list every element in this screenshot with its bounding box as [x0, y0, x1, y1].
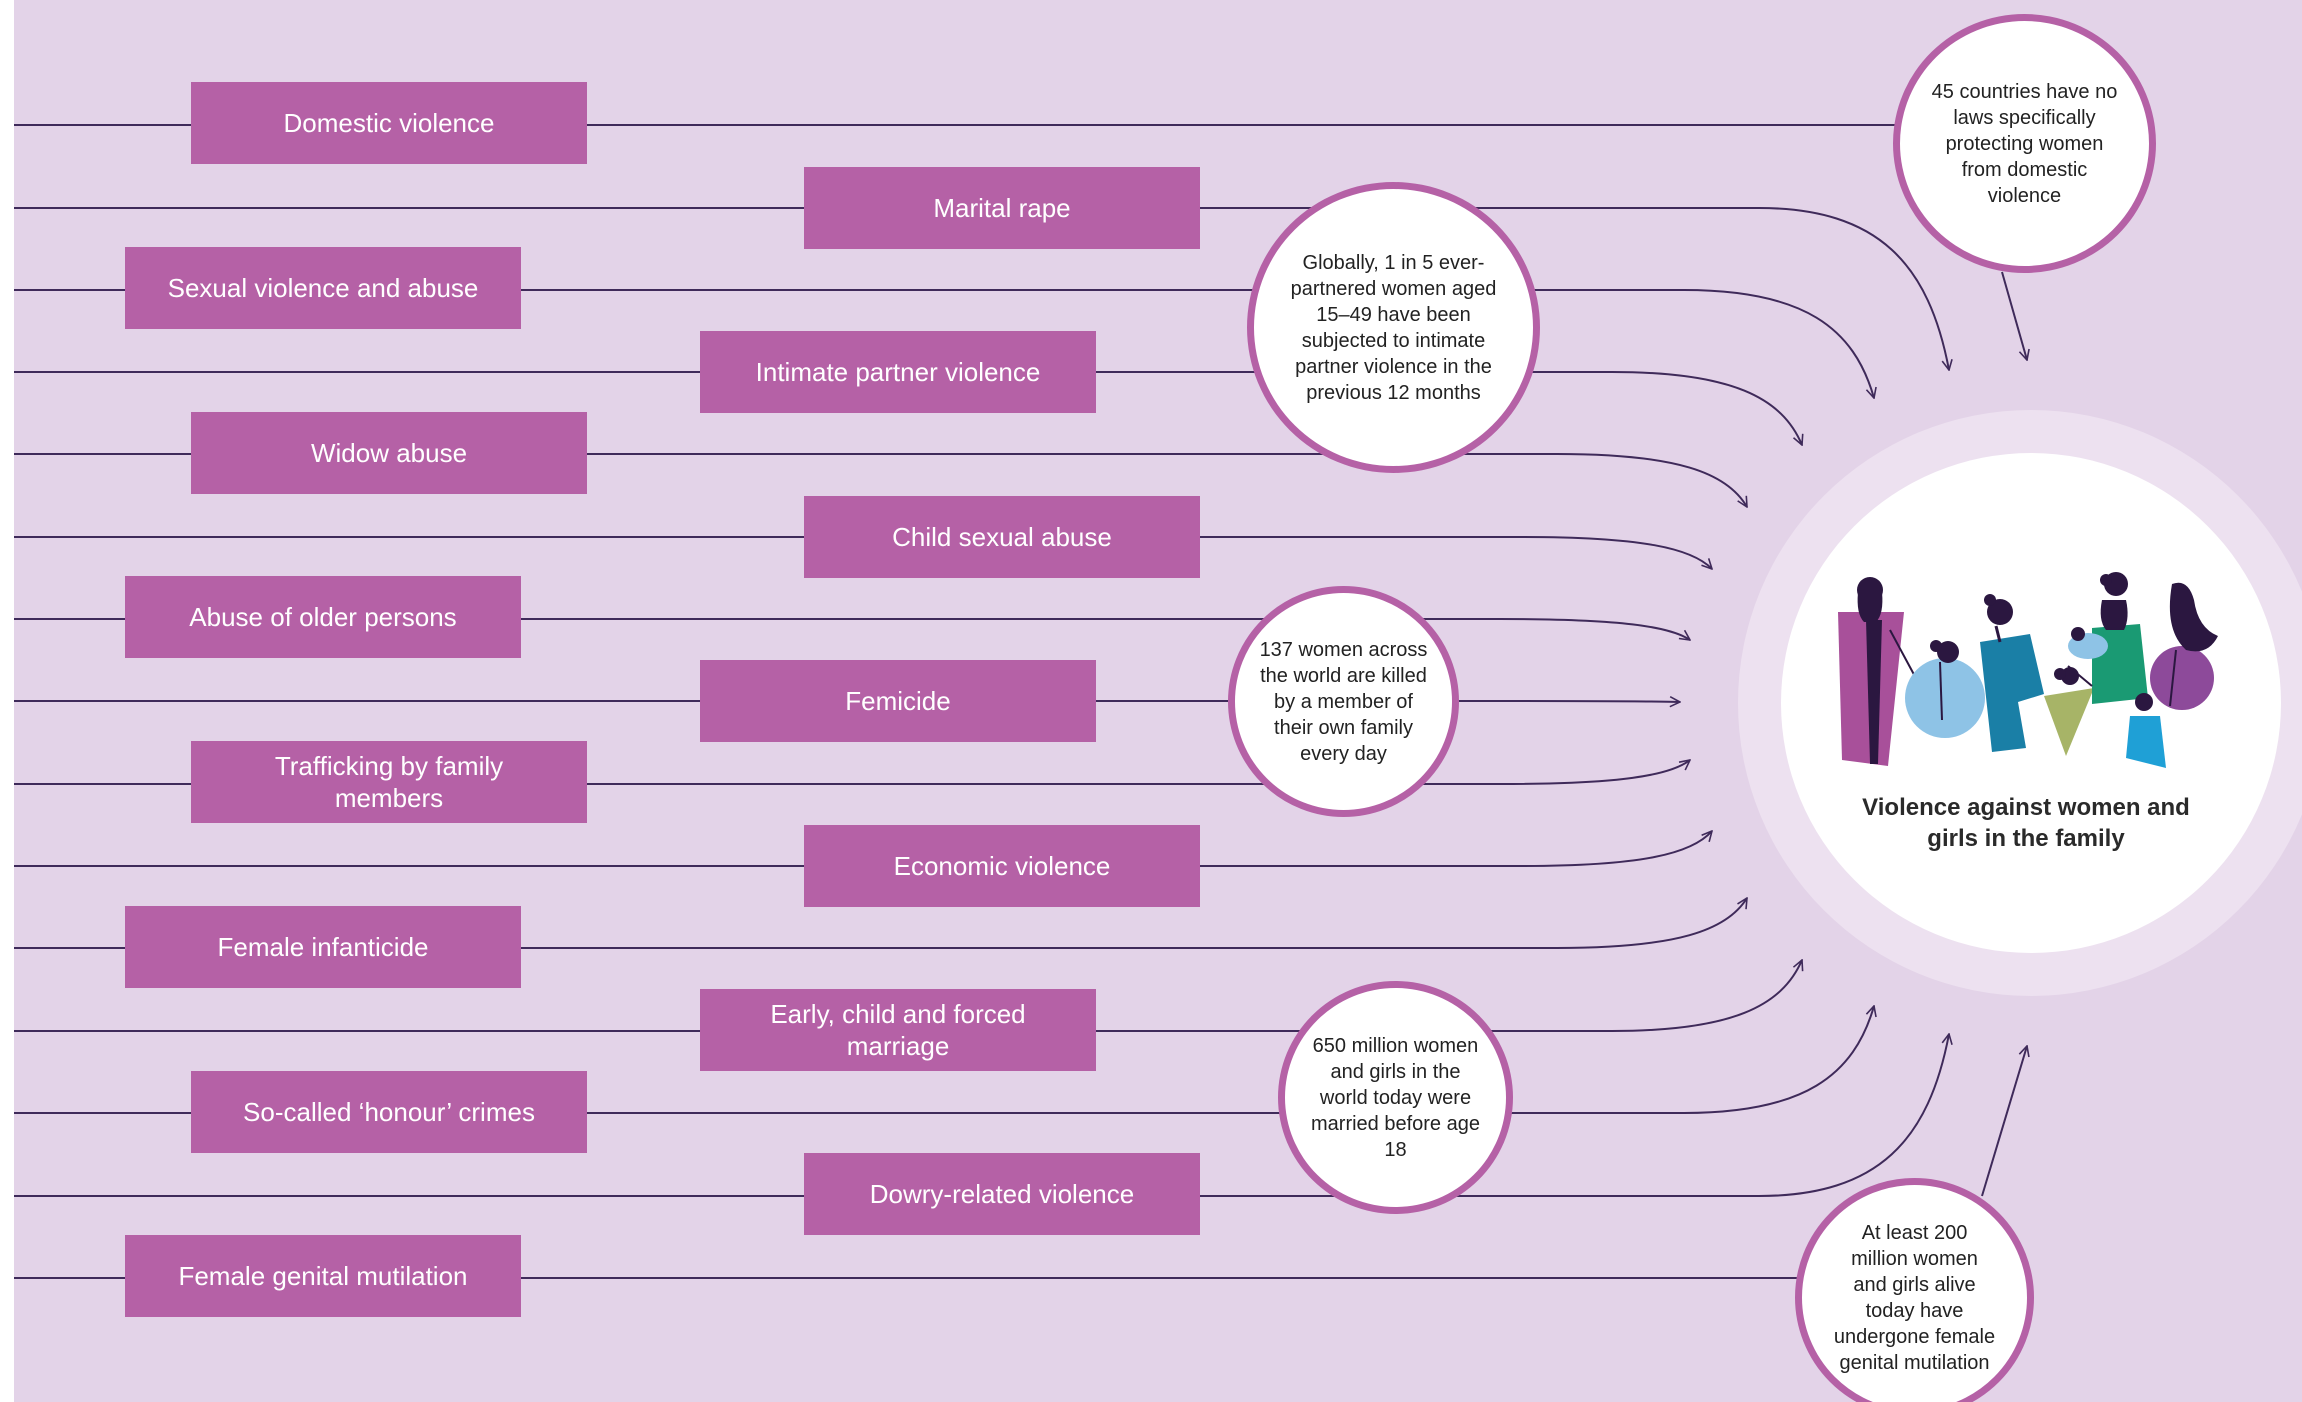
- form-dowry-related-violence: Dowry-related violence: [804, 1153, 1200, 1235]
- center-title: Violence against women and girls in the …: [1862, 794, 2190, 852]
- form-marital-rape: Marital rape: [804, 167, 1200, 249]
- form-sexual-violence-and-abuse: Sexual violence and abuse: [125, 247, 521, 329]
- form-domestic-violence: Domestic violence: [191, 82, 587, 164]
- form-abuse-of-older-persons: Abuse of older persons: [125, 576, 521, 658]
- connector-trafficking: [14, 760, 1690, 785]
- connector-older-persons: [14, 618, 1690, 640]
- stat-domestic-violence-laws: 45 countries have no laws specifically p…: [1893, 14, 2156, 273]
- stat-intimate-partner-violence: Globally, 1 in 5 ever-partnered women ag…: [1247, 182, 1540, 473]
- form-economic-violence: Economic violence: [804, 825, 1200, 907]
- connector-intimate-partner: [14, 371, 1802, 445]
- form-widow-abuse: Widow abuse: [191, 412, 587, 494]
- form-femicide: Femicide: [700, 660, 1096, 742]
- connector-marital-rape: [14, 207, 1949, 370]
- connector-widow-abuse: [14, 453, 1747, 507]
- form-early-child-forced-marriage: Early, child and forced marriage: [700, 989, 1096, 1071]
- stat-female-genital-mutilation: At least 200 million women and girls ali…: [1795, 1178, 2034, 1402]
- connector-stat-fgm: [1981, 1046, 2027, 1197]
- connector-femicide: [14, 701, 1680, 702]
- connector-stat-domestic-laws: [2001, 271, 2027, 360]
- form-child-sexual-abuse: Child sexual abuse: [804, 496, 1200, 578]
- connector-female-infanticide: [14, 898, 1747, 949]
- connector-economic-violence: [14, 831, 1712, 867]
- form-trafficking-by-family-members: Trafficking by family members: [191, 741, 587, 823]
- form-female-genital-mutilation: Female genital mutilation: [125, 1235, 521, 1317]
- stat-femicide: 137 women across the world are killed by…: [1228, 586, 1459, 817]
- form-honour-crimes: So-called ‘honour’ crimes: [191, 1071, 587, 1153]
- stat-child-marriage: 650 million women and girls in the world…: [1278, 981, 1513, 1214]
- connector-child-marriage: [14, 960, 1802, 1032]
- form-female-infanticide: Female infanticide: [125, 906, 521, 988]
- connector-child-sexual-abuse: [14, 536, 1712, 569]
- connector-honour-crimes: [14, 1006, 1874, 1114]
- connector-sexual-violence: [14, 289, 1874, 398]
- form-intimate-partner-violence: Intimate partner violence: [700, 331, 1096, 413]
- connector-dowry-violence: [14, 1034, 1949, 1197]
- women-and-girls-family-icon: [1838, 572, 2218, 768]
